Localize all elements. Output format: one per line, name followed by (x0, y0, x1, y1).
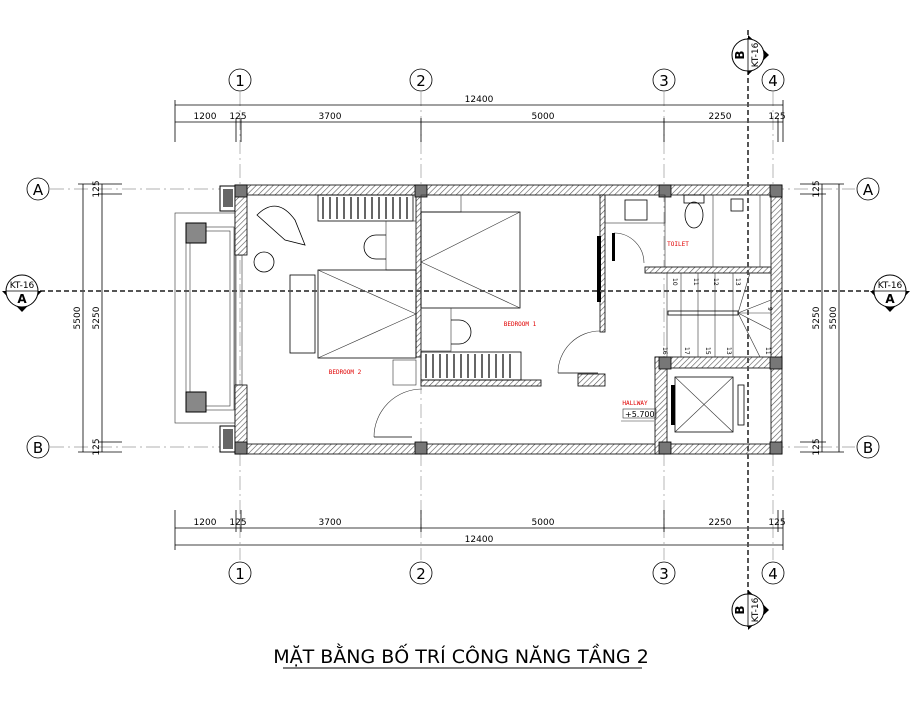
svg-text:11: 11 (764, 347, 771, 355)
room-label-toilet: TOILET (667, 241, 689, 248)
svg-text:5500: 5500 (829, 306, 839, 329)
room-label-bedroom-2: BEDROOM 2 (329, 369, 362, 376)
svg-text:125: 125 (229, 112, 246, 122)
svg-text:A: A (33, 181, 44, 199)
svg-text:3700: 3700 (319, 518, 342, 528)
grid-bubble-B-left: B (26, 435, 50, 459)
svg-text:12400: 12400 (465, 535, 494, 545)
section-marker-a-left: KT-16 A (2, 274, 42, 312)
bedroom-1-furniture: BEDROOM 1 (420, 194, 601, 381)
svg-text:16: 16 (661, 347, 668, 355)
elevation-marker: +5.700 (625, 410, 655, 419)
room-label-bedroom-1: BEDROOM 1 (504, 321, 537, 328)
hallway: HALLWAY +5.700 (621, 400, 657, 422)
svg-text:125: 125 (812, 438, 822, 455)
svg-text:B: B (733, 50, 747, 59)
svg-text:2: 2 (416, 565, 426, 583)
svg-text:125: 125 (768, 518, 785, 528)
svg-text:3: 3 (659, 72, 669, 90)
svg-text:10: 10 (671, 278, 678, 286)
svg-text:2250: 2250 (709, 112, 732, 122)
section-marker-b-top: B KT-16 (731, 35, 769, 75)
room-label-hallway: HALLWAY (622, 400, 648, 407)
svg-text:125: 125 (768, 112, 785, 122)
bedroom-2-furniture: BEDROOM 2 (253, 194, 423, 438)
walls (234, 184, 783, 455)
section-marker-a-right: KT-16 A (870, 274, 910, 312)
elevator (671, 376, 745, 433)
grid-bubble-3-bottom: 3 (652, 561, 676, 585)
svg-text:KT-16: KT-16 (878, 281, 903, 291)
svg-text:125: 125 (92, 180, 102, 197)
svg-text:13: 13 (725, 347, 732, 355)
grid-bubble-4-bottom: 4 (761, 561, 785, 585)
grid-bubble-1-top: 1 (228, 68, 252, 92)
dimension-right: 5250 5500 125 125 (800, 180, 844, 456)
svg-text:17: 17 (683, 347, 690, 355)
svg-text:1: 1 (235, 72, 245, 90)
grid-bubble-4-top: 4 (761, 68, 785, 92)
svg-text:2: 2 (416, 72, 426, 90)
svg-text:4: 4 (768, 565, 778, 583)
svg-text:1200: 1200 (194, 518, 217, 528)
svg-text:B: B (33, 439, 43, 457)
svg-text:1: 1 (235, 565, 245, 583)
svg-text:KT-16: KT-16 (10, 281, 35, 291)
svg-text:3: 3 (659, 565, 669, 583)
svg-text:125: 125 (229, 518, 246, 528)
svg-text:15: 15 (704, 347, 711, 355)
svg-text:A: A (885, 292, 895, 306)
svg-text:5250: 5250 (812, 306, 822, 329)
svg-text:5000: 5000 (532, 518, 555, 528)
svg-text:KT-16: KT-16 (751, 42, 761, 67)
svg-text:A: A (17, 292, 27, 306)
drawing-title: MẶT BẰNG BỐ TRÍ CÔNG NĂNG TẦNG 2 (273, 642, 649, 668)
staircase: 10 11 12 13 9 16 17 15 13 11 (661, 272, 773, 358)
svg-text:3700: 3700 (319, 112, 342, 122)
grid-bubble-B-right: B (856, 435, 880, 459)
grid-bubble-A-left: A (26, 177, 50, 201)
svg-text:B: B (733, 605, 747, 614)
svg-text:12: 12 (712, 278, 719, 286)
grid-axes (50, 92, 855, 560)
grid-bubble-2-top: 2 (409, 68, 433, 92)
dimension-top: 12400 1200 125 3700 5000 2250 125 (174, 95, 786, 142)
section-marker-b-bottom: B KT-16 (731, 590, 769, 630)
svg-text:5500: 5500 (73, 306, 83, 329)
svg-text:A: A (863, 181, 874, 199)
svg-text:9: 9 (766, 307, 773, 311)
svg-text:5250: 5250 (92, 306, 102, 329)
balcony (174, 185, 243, 453)
svg-text:5000: 5000 (532, 112, 555, 122)
dimension-left: 5500 5250 125 125 (73, 180, 122, 456)
svg-text:2250: 2250 (709, 518, 732, 528)
dim-overall: 12400 (465, 95, 494, 105)
svg-text:4: 4 (768, 72, 778, 90)
grid-bubble-1-bottom: 1 (228, 561, 252, 585)
svg-text:125: 125 (92, 438, 102, 455)
toilet-room: TOILET (604, 194, 772, 268)
svg-text:KT-16: KT-16 (751, 597, 761, 622)
grid-bubble-A-right: A (856, 177, 880, 201)
grid-bubble-3-top: 3 (652, 68, 676, 92)
svg-text:13: 13 (734, 278, 741, 286)
svg-text:125: 125 (812, 180, 822, 197)
grid-bubble-2-bottom: 2 (409, 561, 433, 585)
svg-text:1200: 1200 (194, 112, 217, 122)
svg-text:B: B (863, 439, 873, 457)
svg-text:11: 11 (692, 278, 699, 286)
dimension-bottom: 1200 125 3700 5000 2250 125 12400 (174, 510, 786, 550)
